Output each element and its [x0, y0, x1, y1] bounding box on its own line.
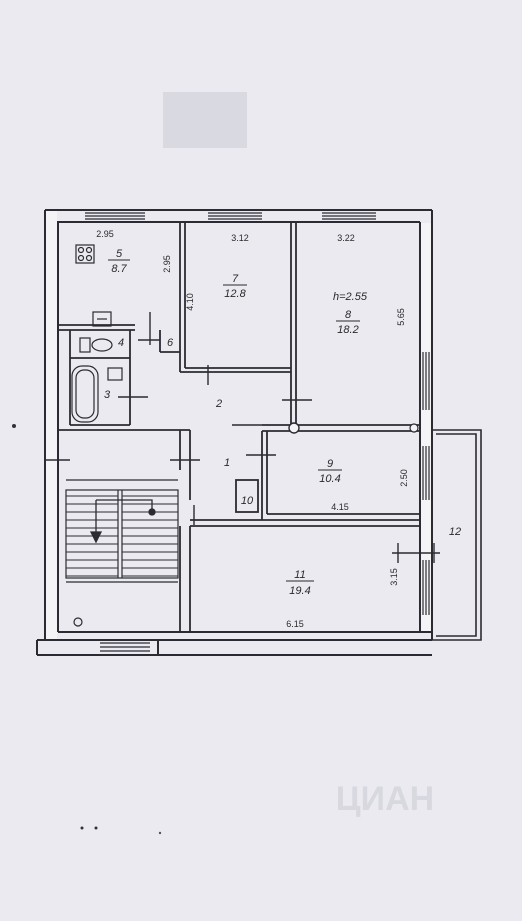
sink-icon [92, 311, 112, 327]
room-6-number: 6 [167, 337, 174, 349]
room-1-number: 1 [224, 457, 230, 469]
toilet-icon [79, 337, 113, 353]
door-marks [46, 312, 440, 563]
room-10-number: 10 [241, 495, 254, 507]
interior-walls [58, 222, 420, 632]
stair-treads [66, 495, 178, 577]
dim-room9-side: 2.50 [399, 469, 409, 487]
balcony [432, 429, 482, 641]
dim-room11-side: 3.15 [389, 568, 399, 586]
stair-arrow [89, 499, 156, 544]
ceiling-height: h=2.55 [333, 291, 368, 303]
room-9-area: 10.4 [319, 473, 340, 485]
dim-room9-bottom: 4.15 [331, 502, 349, 512]
dim-room8-side: 5.65 [396, 308, 406, 326]
dim-room8-top: 3.22 [337, 233, 355, 243]
dim-room7-side: 4.10 [185, 293, 195, 311]
stairwell [65, 479, 179, 583]
watermark-text: ЦИАН [336, 780, 434, 818]
room-4-number: 4 [118, 337, 124, 349]
dim-room11-bottom: 6.15 [286, 619, 304, 629]
room-11-number: 11 [294, 569, 305, 581]
room-2-number: 2 [215, 398, 222, 410]
room-12-number: 12 [449, 526, 461, 538]
room-5-number: 5 [116, 248, 123, 260]
paper-speck [80, 826, 84, 830]
windows [85, 212, 430, 652]
room-7-area: 12.8 [224, 288, 246, 300]
pillar-marker-right [409, 423, 419, 433]
room-7-number: 7 [232, 273, 239, 285]
dim-room7-top: 3.12 [231, 233, 249, 243]
paper-speck [94, 826, 98, 830]
room-3-number: 3 [104, 389, 111, 401]
room-5-area: 8.7 [111, 263, 127, 275]
paper-speck [12, 424, 16, 428]
stove-icon [75, 244, 95, 264]
pillar-marker [288, 422, 300, 434]
paper-speck [158, 831, 162, 835]
stair-column [73, 617, 83, 627]
wall-infill [46, 211, 431, 639]
room-8-number: 8 [345, 309, 352, 321]
outer-walls [36, 209, 433, 656]
bathtub-icon [71, 365, 123, 423]
room-8-area: 18.2 [337, 324, 358, 336]
room-9-number: 9 [327, 458, 333, 470]
dim-kitchen-side: 2.95 [162, 255, 172, 273]
redacted-patch [163, 92, 247, 148]
room-11-area: 19.4 [289, 585, 310, 597]
dim-kitchen-top: 2.95 [96, 229, 114, 239]
